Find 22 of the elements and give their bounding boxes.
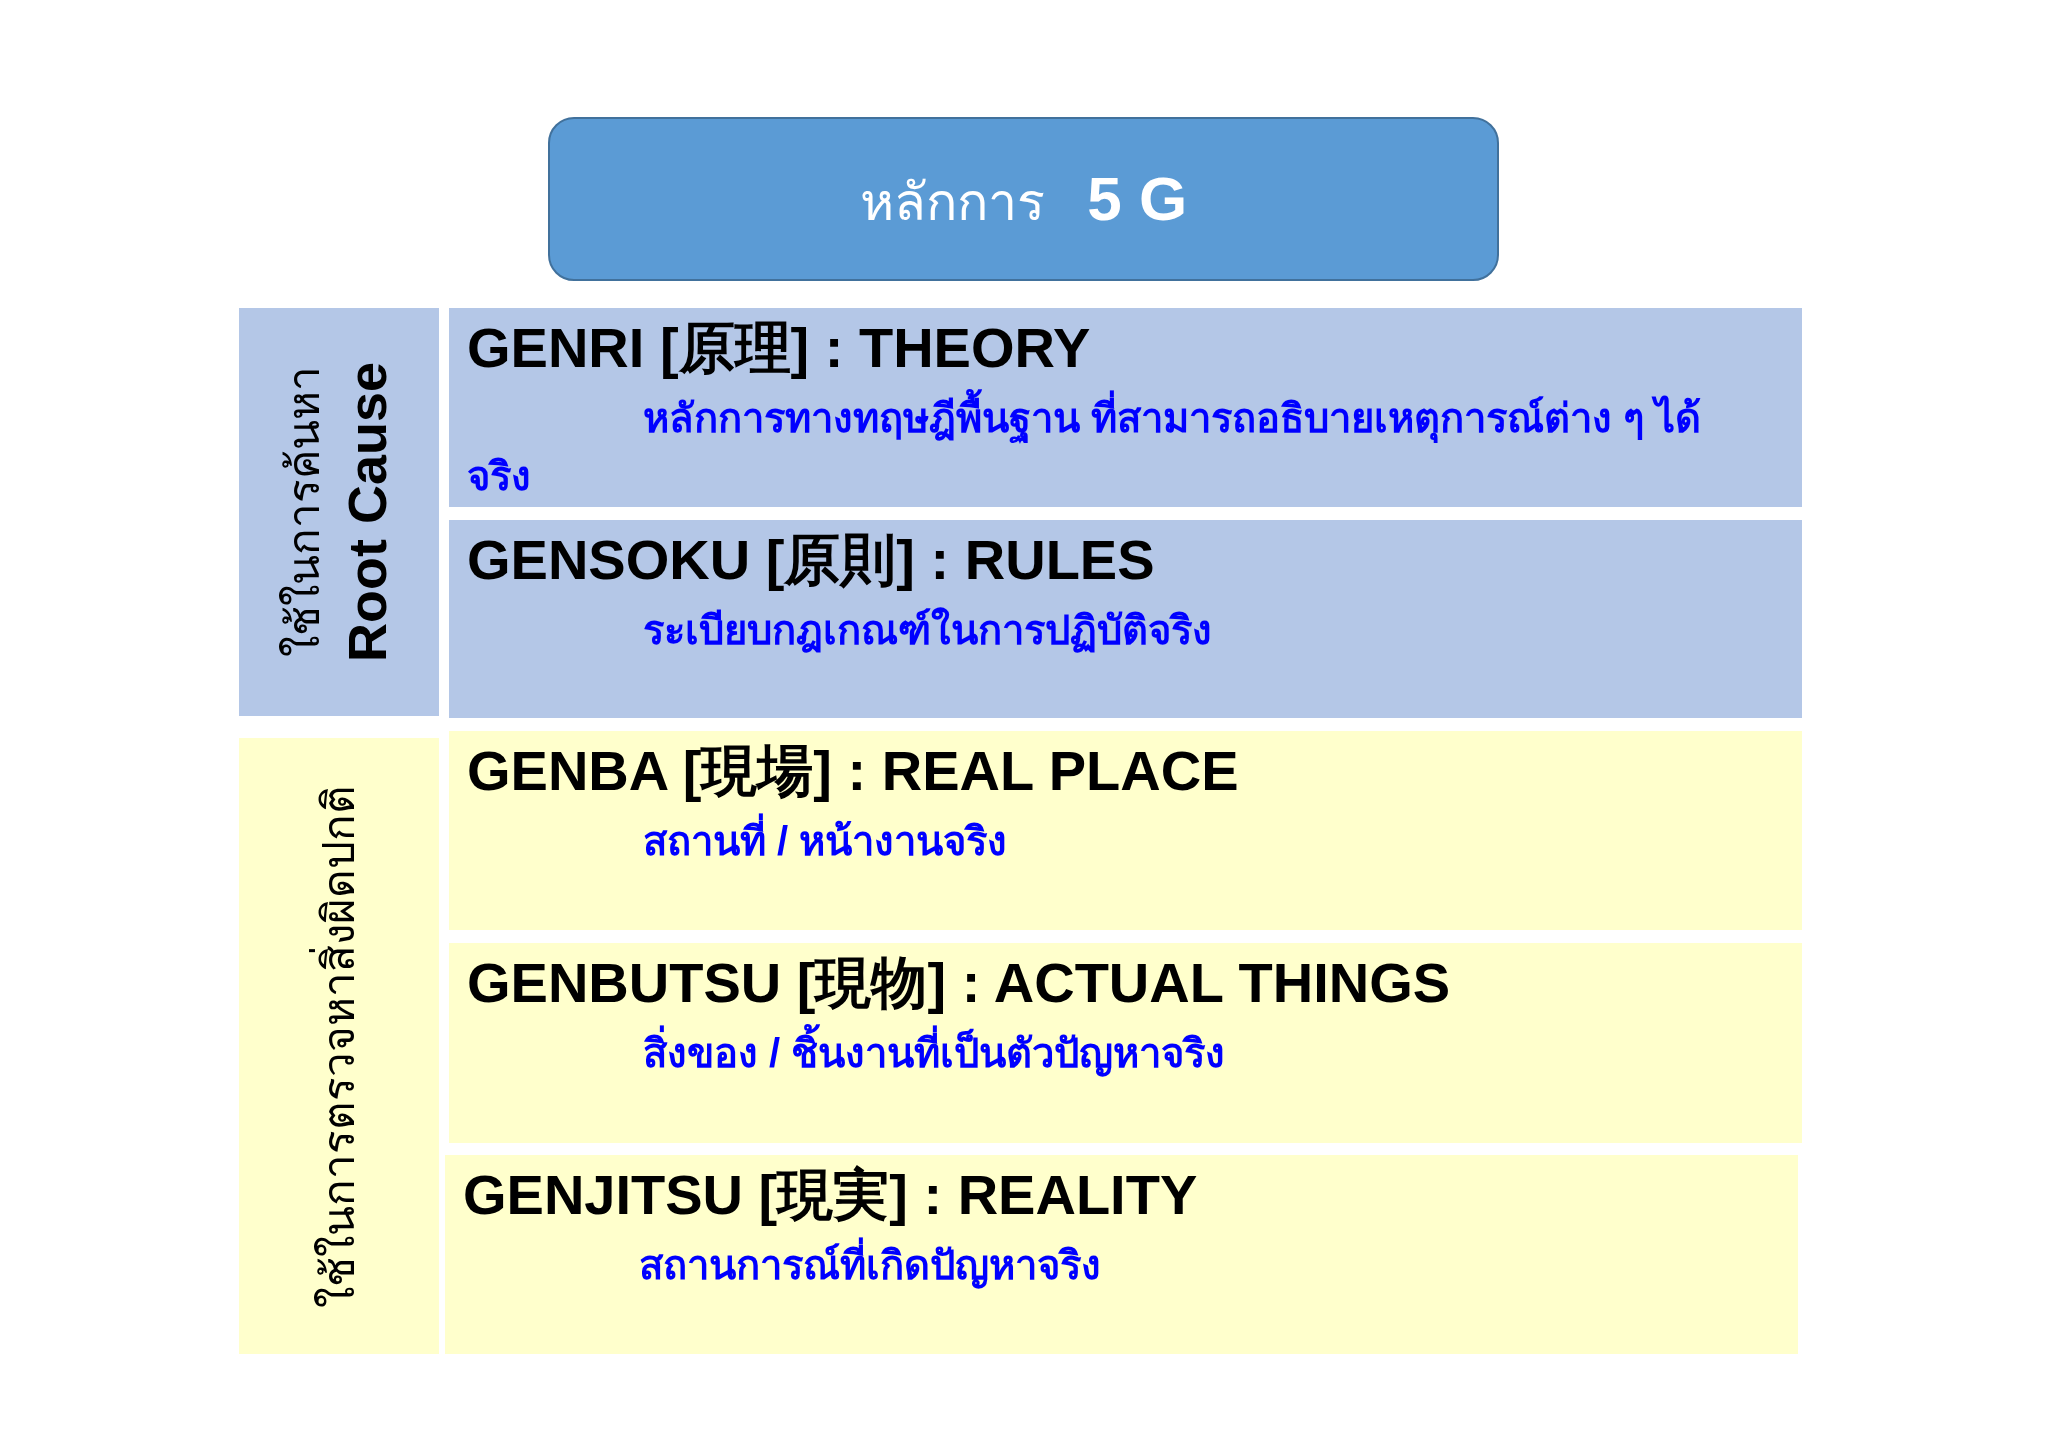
vertical-label: ใช้ในการตรวจหาสิ่งผิดปกติ <box>312 784 365 1308</box>
principle-description: สถานที่ / หน้างานจริง <box>467 812 1732 871</box>
principle-row <box>445 1155 1798 1354</box>
title-text: หลักการ 5 G <box>859 162 1188 235</box>
category-panel <box>239 738 439 1354</box>
category-panel <box>239 308 439 716</box>
principle-heading: GENBA [現場] : REAL PLACE <box>467 738 1240 804</box>
principle-description: หลักการทางทฤษฎีพื้นฐาน ที่สามารถอธิบายเหตุการณ์ต่าง ๆ ได้จริง <box>467 389 1732 506</box>
principle-row <box>449 520 1802 718</box>
principle-heading: GENBUTSU [現物] : ACTUAL THINGS <box>467 950 1452 1016</box>
title-banner <box>548 117 1499 281</box>
principle-row <box>449 308 1802 507</box>
vertical-label: Root Cause <box>336 361 399 662</box>
principle-description: สถานการณ์ที่เกิดปัญหาจริง <box>463 1236 1728 1295</box>
principle-description: สิ่งของ / ชิ้นงานที่เป็นตัวปัญหาจริง <box>467 1024 1732 1083</box>
principle-description: ระเบียบกฎเกณฑ์ในการปฏิบัติจริง <box>642 606 1213 655</box>
vertical-label: ใช้ในการค้นหา <box>278 366 330 658</box>
principle-heading: GENJITSU [現実] : REALITY <box>463 1162 1199 1228</box>
principle-row <box>449 731 1802 930</box>
principle-heading: GENRI [原理] : THEORY <box>467 315 1092 381</box>
principle-row <box>449 943 1802 1143</box>
principle-heading: GENSOKU [原則] : RULES <box>467 527 1156 593</box>
